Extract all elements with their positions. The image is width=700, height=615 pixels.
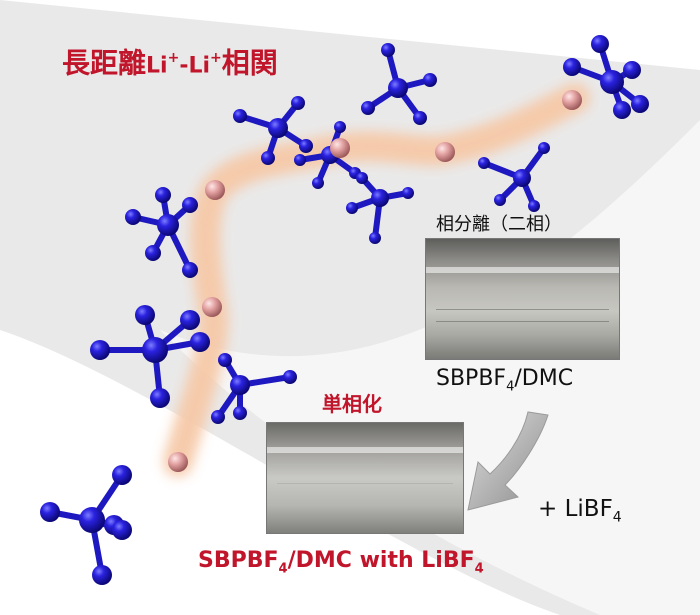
fluorine-atom: [283, 370, 297, 384]
single-phase-vial-photo: [266, 422, 464, 534]
fluorine-atom: [591, 35, 609, 53]
fluorine-atom: [413, 111, 427, 125]
boron-atom: [268, 118, 288, 138]
fluorine-atom: [92, 565, 112, 585]
bf4-molecule-icon: [125, 187, 198, 278]
fluorine-atom: [291, 96, 305, 110]
li-correlation-path: [163, 83, 590, 477]
fluorine-atom: [402, 187, 414, 199]
bottom-prefix: SBPBF: [198, 548, 279, 573]
fluorine-atom: [528, 200, 540, 212]
fluorine-atom: [369, 232, 381, 244]
fluorine-atom: [190, 332, 210, 352]
li-ions: [168, 90, 582, 472]
boron-atom: [513, 169, 531, 187]
photo1-caption-prefix: SBPBF: [436, 366, 507, 391]
boron-atom: [600, 70, 624, 94]
fluorine-atom: [135, 305, 155, 325]
title-sup1: +: [167, 50, 180, 66]
title-main: 長距離: [62, 46, 147, 80]
bf4-molecules: [40, 35, 649, 585]
bottom-sub2: 4: [474, 561, 484, 577]
boron-atom: [142, 337, 168, 363]
fluorine-atom: [356, 172, 368, 184]
title-end: 相関: [221, 46, 278, 80]
fluorine-atom: [563, 58, 581, 76]
li-ion-icon: [205, 180, 225, 200]
bf4-molecule-icon: [563, 35, 649, 119]
bf4-molecule-icon: [478, 142, 550, 212]
li-ion-icon: [435, 142, 455, 162]
boron-atom: [79, 507, 105, 533]
bf4-molecule-icon: [40, 465, 132, 585]
li-ion-icon: [202, 297, 222, 317]
title-sup2: +: [210, 50, 222, 66]
bf4-molecule-icon: [346, 172, 414, 244]
fluorine-atom: [182, 197, 198, 213]
li-ion-icon: [562, 90, 582, 110]
fluorine-atom: [613, 101, 631, 119]
bf4-molecule-icon: [90, 305, 210, 408]
phase-separation-label: 相分離（二相）: [436, 214, 562, 235]
fluorine-atom: [261, 151, 275, 165]
fluorine-atom: [90, 340, 110, 360]
fluorine-atom: [312, 177, 324, 189]
fluorine-atom: [182, 262, 198, 278]
fluorine-atom: [631, 95, 649, 113]
fluorine-atom: [299, 139, 313, 153]
boron-atom: [371, 189, 389, 207]
fluorine-atom: [381, 43, 395, 57]
li-ion-icon: [168, 452, 188, 472]
fluorine-atom: [294, 154, 306, 166]
fluorine-atom: [40, 502, 60, 522]
down-arrow-icon: [467, 411, 549, 511]
fluorine-atom: [145, 245, 161, 261]
bottom-sub1: 4: [278, 561, 288, 577]
fluorine-atom: [112, 465, 132, 485]
photo1-caption: SBPBF4/DMC: [436, 366, 573, 394]
fluorine-atom: [125, 209, 141, 225]
photo1-caption-sub: 4: [506, 379, 515, 395]
fluorine-atom: [423, 73, 437, 87]
fluorine-atom: [233, 109, 247, 123]
boron-atom: [230, 375, 250, 395]
single-phase-label: 単相化: [322, 392, 382, 416]
fluorine-atom: [112, 520, 132, 540]
fluorine-atom: [346, 202, 358, 214]
add-label-sub: 4: [612, 509, 622, 526]
bottom-caption: SBPBF4/DMC with LiBF4: [198, 548, 484, 576]
add-libf4-label: + LiBF4: [538, 496, 622, 526]
photo1-caption-suffix: /DMC: [514, 366, 574, 391]
fluorine-atom: [233, 406, 247, 420]
fluorine-atom: [361, 101, 375, 115]
phase-separated-vial-photo: [425, 238, 620, 360]
li-ion-icon: [330, 138, 350, 158]
fluorine-atom: [623, 61, 641, 79]
fluorine-atom: [218, 353, 232, 367]
title-dash: -Li: [179, 53, 211, 79]
bf4-molecule-icon: [233, 96, 313, 165]
fluorine-atom: [211, 410, 225, 424]
title-li1: Li: [146, 53, 168, 79]
boron-atom: [157, 214, 179, 236]
fluorine-atom: [180, 310, 200, 330]
fluorine-atom: [334, 121, 346, 133]
fluorine-atom: [150, 388, 170, 408]
fluorine-atom: [155, 187, 171, 203]
add-label-prefix: + LiBF: [538, 496, 613, 522]
bf4-molecule-icon: [211, 353, 297, 424]
fluorine-atom: [478, 157, 490, 169]
fluorine-atom: [538, 142, 550, 154]
bf4-molecule-icon: [361, 43, 437, 125]
boron-atom: [388, 78, 408, 98]
fluorine-atom: [494, 194, 506, 206]
bottom-mid: /DMC with LiBF: [287, 548, 475, 573]
title: 長距離Li+-Li+相関: [62, 40, 278, 84]
